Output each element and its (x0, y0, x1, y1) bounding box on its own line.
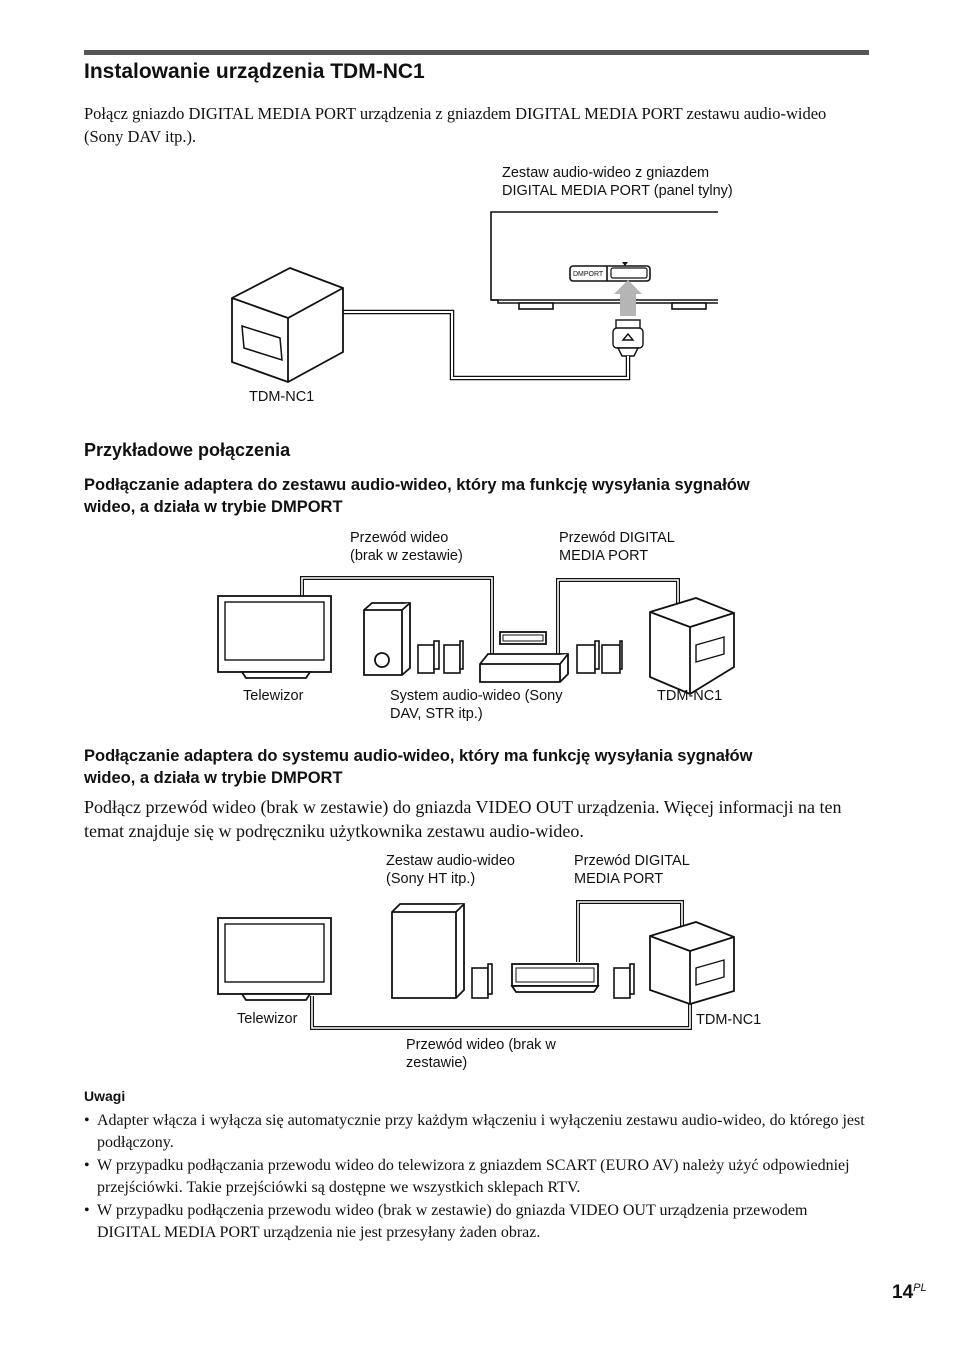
dmport-cable (343, 309, 631, 381)
dmport-connector (612, 319, 644, 357)
example2-body: Podłącz przewód wideo (brak w zestawie) … (84, 797, 842, 841)
example2-heading: Podłączanie adaptera do systemu audio-wi… (84, 747, 753, 787)
tdm-nc1-label-3: TDM-NC1 (696, 1012, 762, 1028)
tdm-nc1-device (649, 597, 735, 696)
tdm-nc1-device (649, 921, 735, 1005)
av-system-rear-panel (490, 211, 718, 310)
subwoofer-icon (391, 903, 465, 999)
tdm-nc1-device (231, 267, 344, 383)
notes-heading: Uwagi (84, 1088, 126, 1104)
video-cable-label-1: Przewód wideo (brak w zestawie) (350, 530, 463, 564)
diagram-installation: DMPORT (231, 211, 718, 383)
tdm-nc1-label-1: TDM-NC1 (249, 389, 315, 405)
note-item: W przypadku podłączenia przewodu wideo (… (84, 1200, 874, 1243)
dmport-cable-label-2: Przewód DIGITAL MEDIA PORT (574, 853, 690, 887)
note-item: Adapter włącza i wyłącza się automatyczn… (84, 1110, 874, 1153)
note-item: W przypadku podłączania przewodu wideo d… (84, 1155, 874, 1198)
dmport-cable-label-1: Przewód DIGITAL MEDIA PORT (559, 530, 675, 564)
example1-heading: Podłączanie adaptera do zestawu audio-wi… (84, 476, 750, 516)
subwoofer-icon (363, 602, 411, 676)
speaker-icon (471, 963, 635, 999)
examples-heading: Przykładowe połączenia (84, 440, 291, 460)
system-label-1: System audio-wideo (Sony DAV, STR itp.) (390, 688, 563, 722)
dmport-port-label: DMPORT (573, 271, 604, 278)
tv-icon (217, 917, 332, 1001)
page-number: 14PL (892, 1282, 927, 1303)
tv-label-1: Telewizor (243, 688, 304, 704)
diagram-example2 (217, 900, 735, 1030)
top-rule (84, 50, 869, 55)
diagram-example1 (217, 576, 735, 696)
tv-icon (217, 595, 332, 679)
intro-paragraph: Połącz gniazdo DIGITAL MEDIA PORT urządz… (84, 104, 827, 146)
tv-label-2: Telewizor (237, 1011, 298, 1027)
video-cable-2 (310, 996, 692, 1030)
section-title: Instalowanie urządzenia TDM-NC1 (84, 60, 425, 83)
av-system-label-2: Zestaw audio-wideo (Sony HT itp.) (386, 853, 515, 887)
insert-arrow-icon (614, 280, 642, 316)
av-receiver-icon (479, 631, 569, 683)
tdm-nc1-label-2: TDM-NC1 (657, 688, 723, 704)
av-system-label: Zestaw audio-wideo z gniazdem DIGITAL ME… (502, 165, 733, 199)
video-cable-label-2: Przewód wideo (brak w zestawie) (406, 1037, 556, 1071)
av-receiver-icon (510, 963, 600, 993)
speaker-icon (417, 640, 623, 674)
notes-list: Adapter włącza i wyłącza się automatyczn… (84, 1110, 874, 1245)
